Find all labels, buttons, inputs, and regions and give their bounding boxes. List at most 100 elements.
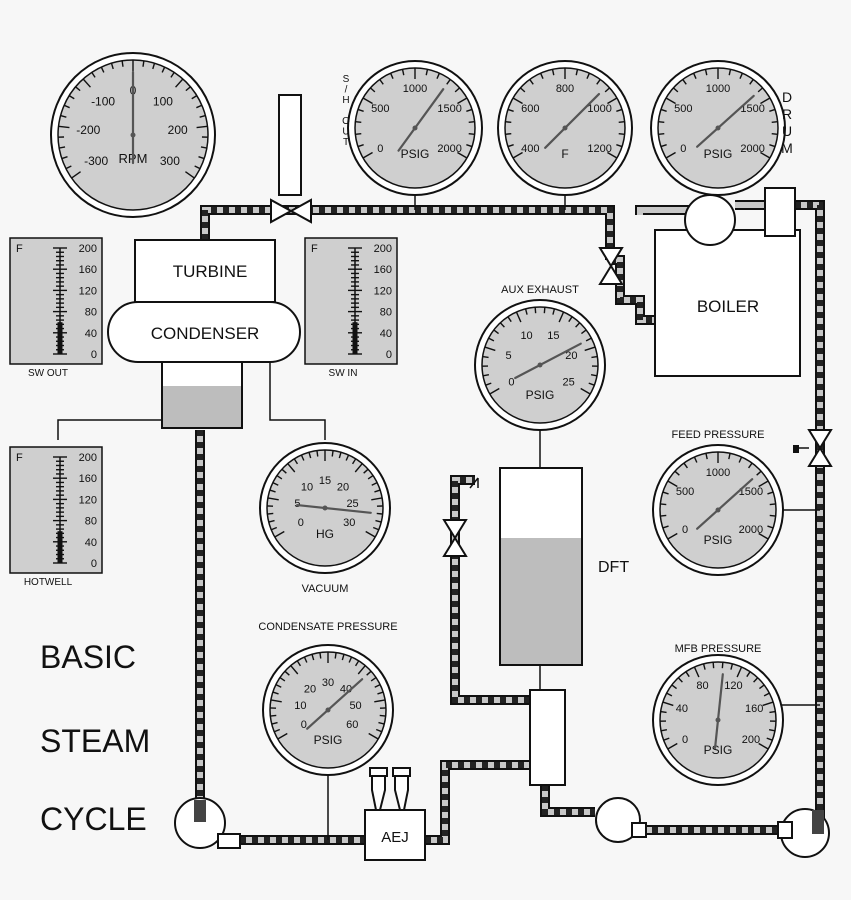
gauge-tick [379, 79, 384, 85]
recirc-valve[interactable] [442, 519, 468, 557]
gauge-scale-label: 0 [508, 376, 514, 388]
gauge-tick [712, 662, 715, 669]
gauge-tick [667, 480, 678, 488]
drum-separator [764, 187, 796, 237]
gauge-tick [660, 503, 667, 506]
gauge-tick [607, 97, 618, 105]
gauge-tick [667, 532, 678, 540]
gauge-tick [586, 72, 591, 79]
thermometer-panel [304, 237, 398, 365]
feed-check-valve[interactable] [793, 429, 833, 467]
gauge-tick [270, 526, 278, 531]
thermometer-scale-label: 120 [79, 494, 97, 506]
gauge-scale-label: 0 [301, 719, 307, 731]
gauge-tick [580, 329, 587, 335]
gauge-tick [730, 663, 734, 670]
gauge-tick [191, 95, 198, 100]
gauge-tick [766, 737, 773, 741]
gauge-scale-label: 120 [724, 680, 742, 692]
gauge-tick [267, 512, 274, 515]
gauge-tick [271, 721, 278, 725]
gauge-tick [365, 530, 376, 538]
thermometer-scale-label: 40 [380, 328, 392, 340]
gauge-tick [368, 732, 379, 740]
gauge-scale-label: 1000 [403, 83, 427, 95]
gauge-tick [61, 156, 68, 160]
gauge-tick [58, 125, 70, 129]
gauge-tick [705, 453, 708, 460]
gauge-tick [728, 453, 731, 460]
gauge-tick [357, 144, 364, 148]
gauge-tick [308, 452, 312, 459]
booster-pump [595, 797, 647, 843]
thermometer-scale-label: 0 [386, 349, 392, 361]
thermometer-scale-label: 120 [374, 285, 392, 297]
gauge-tick [618, 121, 625, 124]
gauge-side-label: M [781, 140, 793, 156]
gauge-unit: HG [316, 527, 334, 541]
gauge-tick [507, 316, 512, 323]
gauge-tick [588, 382, 595, 386]
thermometer-title: SW IN [329, 368, 358, 379]
gauge-tick [767, 491, 774, 495]
gauge-side-label: U [342, 127, 349, 138]
gauge-scale-label: 500 [371, 103, 389, 115]
gauge-scale-label: 1000 [706, 83, 730, 95]
gauge-tick [660, 144, 667, 148]
gauge-tick [389, 72, 394, 79]
gauge-unit: PSIG [704, 743, 733, 757]
gauge-tick [276, 474, 283, 480]
gauge-tick [375, 728, 383, 733]
gauge-tick [60, 114, 67, 118]
gauge-tick [82, 78, 91, 88]
gauge-tick [194, 165, 201, 170]
gauge-tick [273, 728, 281, 733]
gauge-tick [338, 452, 342, 459]
gauge-tick [768, 729, 776, 732]
gauge-tick [436, 72, 441, 79]
gauge-tick [749, 79, 754, 85]
gauge-pivot [322, 505, 328, 511]
gauge-tick [270, 714, 277, 717]
gauge-tick [512, 97, 523, 105]
gauge-tick [660, 514, 667, 517]
gauge-scale-label: 2000 [739, 524, 763, 536]
gauge-tick [272, 691, 279, 695]
gauge-tick [692, 72, 697, 79]
gauge-tick [499, 322, 505, 328]
gauge-scale-label: 40 [676, 703, 688, 715]
dft-label: DFT [598, 559, 629, 576]
boiler-stop-valve[interactable] [598, 247, 624, 285]
gauge-scale-label: 0 [682, 524, 688, 536]
gauge-scale-label: 800 [556, 83, 574, 95]
gauge-tick [739, 72, 744, 79]
gauge-tick [769, 144, 776, 148]
gauge-tick [268, 519, 275, 523]
diagram-title: BASIC STEAM CYCLE [40, 639, 150, 837]
gauge-scale-label: 600 [521, 103, 539, 115]
gauge-scale-label: 60 [346, 719, 358, 731]
gauge-tick [607, 151, 618, 159]
boiler-steam-pipe [610, 255, 655, 325]
throttle-valve[interactable] [270, 198, 312, 224]
gauge-tick [275, 683, 282, 688]
gauge-tick [769, 503, 776, 506]
gauge-tick [580, 387, 591, 395]
gauge-tick [771, 132, 778, 135]
gauge-scale-label: 1000 [587, 103, 611, 115]
gauge-unit: PSIG [401, 147, 430, 161]
gauge-tick [274, 530, 285, 538]
gauge-needle [306, 678, 364, 730]
gauge-tick [672, 87, 679, 93]
gauge-tick [662, 701, 674, 707]
gauge-tick [196, 104, 203, 109]
gauge-tick [604, 87, 611, 93]
gauge-tick [68, 95, 75, 100]
gauge-tick [185, 86, 191, 92]
gauge-tick [769, 710, 776, 714]
